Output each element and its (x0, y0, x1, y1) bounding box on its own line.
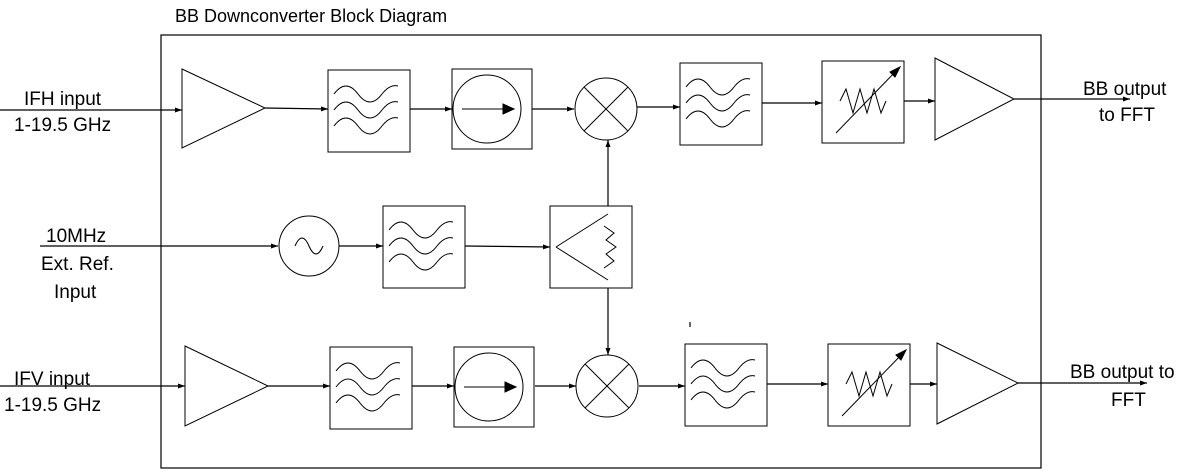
ifv-mixer-icon (575, 354, 639, 418)
svg-text:Ext. Ref.: Ext. Ref. (41, 254, 114, 275)
svg-text:Input: Input (54, 282, 97, 303)
svg-text:BB output: BB output (1083, 79, 1167, 100)
bottom-output-label: BB output to FFT (1070, 362, 1175, 411)
svg-text:1-19.5 GHz: 1-19.5 GHz (14, 115, 111, 136)
ifh-attenuator-icon (821, 60, 905, 144)
reference-filter-icon (382, 205, 466, 289)
svg-text:IFH input: IFH input (24, 89, 102, 110)
reference-oscillator-icon (278, 215, 340, 277)
ref-input-label: 10MHz Ext. Ref. Input (41, 226, 114, 303)
svg-text:10MHz: 10MHz (46, 226, 106, 247)
enclosure-frame (160, 34, 1042, 469)
ifv-isolator-icon (453, 346, 535, 428)
ifh-mixer-icon (574, 77, 638, 141)
svg-text:1-19.5 GHz: 1-19.5 GHz (4, 395, 101, 416)
ifh-filter-2-icon (679, 62, 763, 146)
diagram-title: BB Downconverter Block Diagram (175, 6, 447, 26)
svg-text:to FFT: to FFT (1099, 105, 1155, 126)
ifh-isolator-icon (451, 68, 533, 150)
ifv-attenuator-icon (827, 343, 911, 427)
power-splitter-icon (549, 205, 633, 289)
svg-text:IFV input: IFV input (14, 369, 91, 390)
ifv-filter-1-icon (329, 346, 413, 430)
svg-text:BB output to: BB output to (1070, 362, 1175, 383)
top-output-label: BB output to FFT (1083, 79, 1167, 126)
ifh-input-label: IFH input 1-19.5 GHz (14, 89, 111, 136)
ifh-amplifier-icon (181, 68, 267, 149)
ifh-output-amplifier-icon (934, 57, 1016, 141)
ifv-filter-2-icon (684, 343, 768, 427)
svg-text:FFT: FFT (1111, 390, 1146, 411)
signal-lines (0, 96, 1147, 389)
ifh-filter-1-icon (327, 69, 411, 153)
ifv-output-amplifier-icon (936, 342, 1020, 425)
ifv-input-label: IFV input 1-19.5 GHz (4, 369, 101, 416)
ifv-amplifier-icon (184, 345, 270, 427)
